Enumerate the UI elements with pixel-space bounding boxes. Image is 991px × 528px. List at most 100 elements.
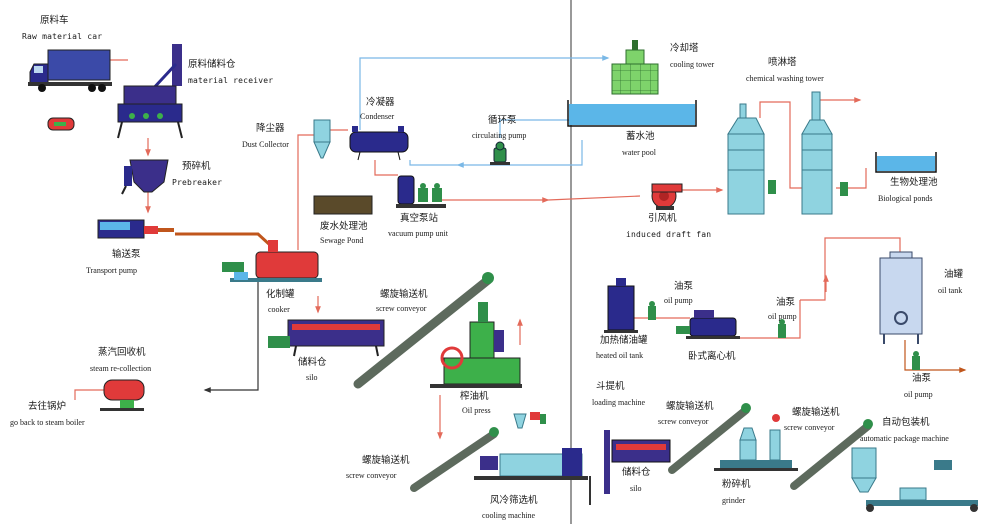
prebreaker-icon — [121, 159, 169, 195]
water-pool-icon — [567, 100, 697, 127]
silo-icon — [268, 319, 385, 357]
oil-pump-1-icon — [648, 301, 656, 320]
receiver-zh: 原料储料仓 — [188, 59, 236, 70]
receiver-icon — [117, 44, 183, 139]
steam-zh: 蒸汽回收机 — [98, 347, 146, 358]
oil-pump1-zh: 油泵 — [674, 281, 694, 292]
cooling-machine-zh: 风冷筛选机 — [490, 495, 538, 506]
oil-tank-icon — [879, 251, 923, 344]
vacuum-pump-icon — [396, 175, 446, 208]
transport-pump-en: Transport pump — [86, 266, 138, 275]
washing-tower-en: chemical washing tower — [746, 74, 824, 83]
centrifuge-zh: 卧式离心机 — [688, 351, 736, 362]
grinder-icon — [714, 414, 798, 471]
package-en: automatic package machine — [860, 434, 949, 443]
water-pool-en: water pool — [622, 148, 656, 157]
package-zh: 自动包装机 — [882, 417, 930, 428]
draft-fan-zh: 引风机 — [648, 213, 677, 224]
conveyor-icon — [353, 272, 494, 389]
conveyor-3-icon — [668, 403, 751, 474]
dust-collector-zh: 降尘器 — [256, 123, 285, 134]
cooling-tower-icon — [611, 40, 659, 95]
oil-press-icon — [430, 302, 522, 388]
oil-pump1-en: oil pump — [664, 296, 693, 305]
screw4-zh: 螺旋输送机 — [792, 407, 840, 418]
sewage-pond-en: Sewage Pond — [320, 236, 364, 245]
screw3-en: screw conveyor — [346, 471, 397, 480]
screw1-zh: 螺旋输送机 — [380, 289, 428, 300]
fan-icon — [651, 183, 683, 210]
grinder-en: grinder — [722, 496, 746, 505]
oil-pump2-en: oil pump — [768, 312, 797, 321]
sewage-pond-zh: 废水处理池 — [320, 221, 368, 232]
cooker-en: cooker — [268, 305, 290, 314]
cooling-tower-zh: 冷却塔 — [670, 43, 699, 54]
oil-pump-3-icon — [912, 351, 920, 370]
transport-pump-icon — [97, 219, 174, 239]
condenser-icon — [349, 126, 409, 161]
cooker-zh: 化制罐 — [266, 289, 295, 300]
raw-car-en: Raw material car — [22, 32, 103, 41]
grinder-zh: 粉碎机 — [722, 479, 751, 490]
flow-lines — [74, 55, 967, 505]
washing-tower-zh: 喷淋塔 — [768, 57, 797, 68]
cooling-machine-en: cooling machine — [482, 511, 536, 520]
bio-ponds-en: Biological ponds — [878, 194, 933, 203]
screw4-en: screw conveyor — [784, 423, 835, 432]
condenser-zh: 冷凝器 — [366, 97, 395, 108]
cooling-machine-icon — [474, 448, 588, 480]
tower-icon — [727, 91, 848, 215]
centrifuge-icon — [676, 310, 740, 339]
screw1-en: screw conveyor — [376, 304, 427, 313]
oil-pump2-zh: 油泵 — [776, 297, 796, 308]
condenser-en: Condenser — [360, 112, 395, 121]
prebreaker-zh: 预碎机 — [182, 161, 211, 172]
truck-icon — [28, 49, 112, 92]
heated-tank-en: heated oil tank — [596, 351, 644, 360]
package-machine-icon — [851, 447, 978, 512]
bio-pond-icon — [875, 152, 937, 173]
silo1-zh: 储料仓 — [298, 357, 327, 368]
loading-zh: 斗提机 — [596, 381, 625, 392]
dust-collector-en: Dust Collector — [242, 140, 289, 149]
cooker-icon — [222, 240, 322, 282]
circulating-pump-icon — [490, 141, 510, 165]
screw3-zh: 螺旋输送机 — [362, 455, 410, 466]
transport-pump-zh: 输送泵 — [112, 249, 141, 260]
oil-press-zh: 榨油机 — [460, 391, 489, 402]
circulating-pump-zh: 循环泵 — [488, 115, 517, 126]
cyclone-icon — [513, 412, 546, 429]
conveyor-4-icon — [790, 419, 873, 490]
oil-press-en: Oil press — [462, 406, 491, 415]
boiler-en: go back to steam boiler — [10, 418, 85, 427]
screw2-en: screw conveyor — [658, 417, 709, 426]
oil-tank-zh: 油罐 — [944, 269, 964, 280]
silo2-zh: 储料仓 — [622, 467, 651, 478]
tank-icon — [604, 278, 638, 333]
oil-pump-2-icon — [778, 319, 786, 338]
steam-recollection-icon — [100, 379, 145, 411]
dust-collector-icon — [313, 119, 331, 159]
oil-tank-en: oil tank — [938, 286, 963, 295]
loading-en: loading machine — [592, 398, 646, 407]
water-pool-zh: 蓄水池 — [626, 131, 655, 142]
steam-en: steam re-collection — [90, 364, 152, 373]
prebreaker-en: Prebreaker — [172, 178, 223, 187]
circulating-pump-en: circulating pump — [472, 131, 527, 140]
oil-pump3-en: oil pump — [904, 390, 933, 399]
screw2-zh: 螺旋输送机 — [666, 401, 714, 412]
sewage-pond-icon — [313, 195, 373, 215]
conveyor-2-icon — [410, 427, 499, 492]
receiver-en: material receiver — [188, 76, 274, 85]
oil-pump3-zh: 油泵 — [912, 373, 932, 384]
cooling-tower-en: cooling tower — [670, 60, 715, 69]
pump-icon — [47, 117, 75, 131]
silo1-en: silo — [306, 373, 318, 382]
vacuum-pump-en: vacuum pump unit — [388, 229, 448, 238]
loading-machine-icon — [604, 430, 671, 494]
draft-fan-en: induced draft fan — [626, 230, 712, 239]
bio-ponds-zh: 生物处理池 — [890, 177, 938, 188]
vacuum-pump-zh: 真空泵站 — [400, 213, 439, 224]
